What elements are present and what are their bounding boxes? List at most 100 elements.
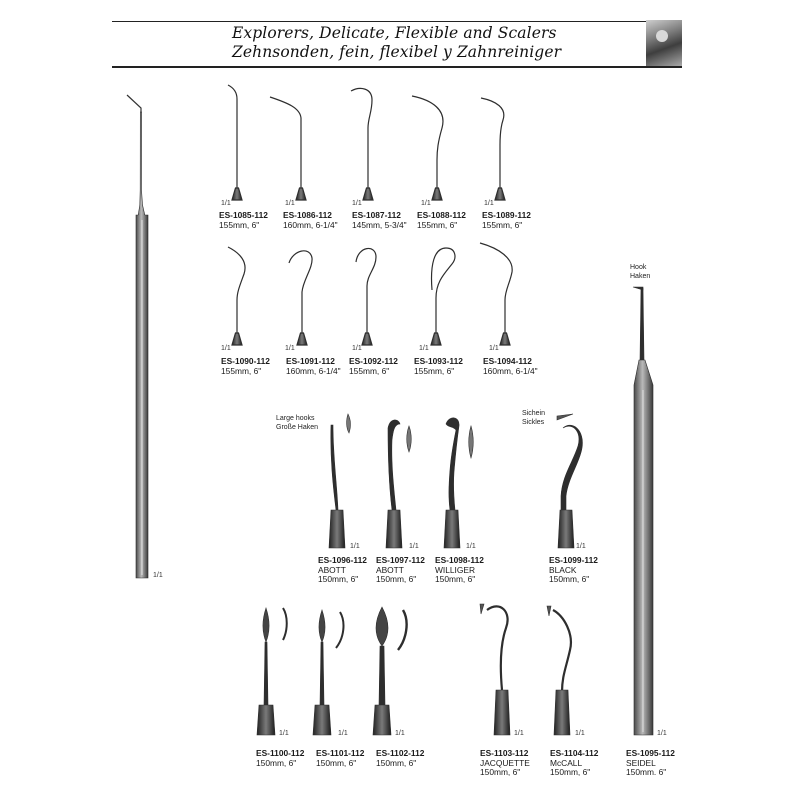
scaler-es-1101	[312, 609, 345, 736]
scale-marker: 1/1	[352, 200, 362, 207]
large-hooks-note-line2: Große Haken	[276, 423, 319, 431]
scale-marker: 1/1	[221, 200, 231, 207]
caption-es-1091: ES-1091-112 160mm, 6-1/4"	[286, 356, 341, 376]
product-size: 155mm, 6"	[219, 219, 260, 230]
explorer-es-1085	[227, 84, 243, 201]
scale-marker: 1/1	[489, 345, 499, 352]
product-name: JACQUETTE	[480, 757, 530, 768]
product-size: 155mm, 6"	[221, 365, 262, 376]
page-subtitle: Zehnsonden, fein, flexibel y Zahnreinige…	[232, 43, 562, 61]
caption-es-1095: ES-1095-112 SEIDEL 150mm. 6"	[626, 748, 675, 778]
header-photo-detail	[656, 30, 668, 42]
caption-es-1103: ES-1103-112 JACQUETTE 150mm, 6"	[480, 748, 530, 778]
product-size: 150mm, 6"	[550, 767, 591, 778]
caption-es-1086: ES-1086-112 160mm, 6-1/4"	[283, 210, 338, 230]
scale-marker: 1/1	[514, 730, 524, 737]
scale-marker: 1/1	[285, 200, 295, 207]
hook-es-1096	[328, 413, 351, 549]
product-size: 155mm, 6"	[482, 219, 523, 230]
product-code: ES-1101-112	[316, 748, 365, 758]
product-size: 150mm, 6"	[480, 767, 521, 778]
explorer-es-1088	[411, 95, 444, 201]
product-size: 150mm, 6"	[549, 574, 590, 585]
caption-es-1089: ES-1089-112 155mm, 6"	[482, 210, 531, 230]
product-code: ES-1085-112	[219, 210, 268, 220]
header-rule-top	[112, 21, 682, 22]
page-title: Explorers, Delicate, Flexible and Scaler…	[232, 24, 557, 42]
header-photo	[646, 20, 682, 66]
product-code: ES-1090-112	[221, 356, 270, 366]
product-size: 150mm, 6"	[256, 757, 297, 768]
long-explorer-instrument	[126, 94, 149, 579]
product-code: ES-1103-112	[480, 748, 529, 758]
scaler-es-1103	[479, 603, 511, 736]
product-size: 155mm, 6"	[349, 365, 390, 376]
caption-es-1101: ES-1101-112 150mm, 6"	[316, 748, 365, 768]
caption-es-1092: ES-1092-112 155mm, 6"	[349, 356, 398, 376]
product-name: ABOTT	[376, 564, 404, 575]
scaler-es-1104	[546, 605, 572, 736]
scale-marker: 1/1	[657, 730, 667, 737]
explorer-es-1093	[430, 247, 456, 346]
product-size: 150mm, 6"	[318, 574, 359, 585]
scale-marker: 1/1	[153, 572, 163, 579]
sickles-note: Sichein Sickles	[522, 410, 545, 427]
explorer-es-1087	[350, 87, 374, 201]
product-name: ABOTT	[318, 564, 346, 575]
product-code: ES-1092-112	[349, 356, 398, 366]
hook-note-line2: Haken	[630, 272, 651, 280]
product-size: 150mm, 6"	[376, 757, 417, 768]
scale-marker: 1/1	[466, 543, 476, 550]
product-code: ES-1089-112	[482, 210, 531, 220]
large-hooks-note: Large hooks Große Haken	[276, 415, 318, 432]
product-name: WILLIGER	[435, 564, 476, 575]
scaler-es-1100	[256, 607, 288, 736]
scale-marker: 1/1	[279, 730, 289, 737]
explorer-es-1091	[288, 250, 313, 346]
caption-es-1102: ES-1102-112 150mm, 6"	[376, 748, 425, 768]
product-code: ES-1088-112	[417, 210, 466, 220]
scale-marker: 1/1	[221, 345, 231, 352]
caption-es-1094: ES-1094-112 160mm, 6-1/4"	[483, 356, 538, 376]
hook-note: Hook Haken	[630, 264, 650, 281]
product-code: ES-1096-112	[318, 555, 367, 565]
explorer-es-1086	[269, 96, 307, 201]
product-code: ES-1099-112	[549, 555, 598, 565]
product-code: ES-1093-112	[414, 356, 463, 366]
product-code: ES-1086-112	[283, 210, 332, 220]
scale-marker: 1/1	[576, 543, 586, 550]
product-size: 160mm, 6-1/4"	[286, 365, 341, 376]
product-code: ES-1095-112	[626, 748, 675, 758]
caption-es-1088: ES-1088-112 155mm, 6"	[417, 210, 466, 230]
scale-marker: 1/1	[575, 730, 585, 737]
explorer-es-1090	[227, 246, 246, 346]
scaler-es-1102	[372, 606, 408, 736]
product-code: ES-1087-112	[352, 210, 401, 220]
product-name: McCALL	[550, 757, 583, 768]
caption-es-1087: ES-1087-112 145mm, 5-3/4"	[352, 210, 407, 230]
caption-es-1100: ES-1100-112 150mm, 6"	[256, 748, 305, 768]
caption-es-1096: ES-1096-112 ABOTT 150mm, 6"	[318, 555, 367, 585]
product-code: ES-1100-112	[256, 748, 305, 758]
hook-es-1098	[443, 417, 474, 549]
sickle-es-1099	[556, 413, 583, 549]
scale-marker: 1/1	[395, 730, 405, 737]
product-size: 150mm, 6"	[316, 757, 357, 768]
caption-es-1099: ES-1099-112 BLACK 150mm, 6"	[549, 555, 598, 585]
scale-marker: 1/1	[350, 543, 360, 550]
product-code: ES-1098-112	[435, 555, 484, 565]
product-code: ES-1091-112	[286, 356, 335, 366]
product-size: 150mm. 6"	[626, 767, 667, 778]
caption-es-1097: ES-1097-112 ABOTT 150mm, 6"	[376, 555, 425, 585]
product-name: BLACK	[549, 564, 577, 575]
product-size: 145mm, 5-3/4"	[352, 219, 407, 230]
product-code: ES-1102-112	[376, 748, 425, 758]
large-hooks-note-line1: Large hooks	[276, 415, 315, 422]
caption-es-1085: ES-1085-112 155mm, 6"	[219, 210, 268, 230]
scale-marker: 1/1	[421, 200, 431, 207]
caption-es-1098: ES-1098-112 WILLIGER 150mm, 6"	[435, 555, 484, 585]
caption-es-1104: ES-1104-112 McCALL 150mm, 6"	[550, 748, 598, 778]
sickles-note-line2: Sickles	[522, 418, 545, 426]
product-code: ES-1097-112	[376, 555, 425, 565]
